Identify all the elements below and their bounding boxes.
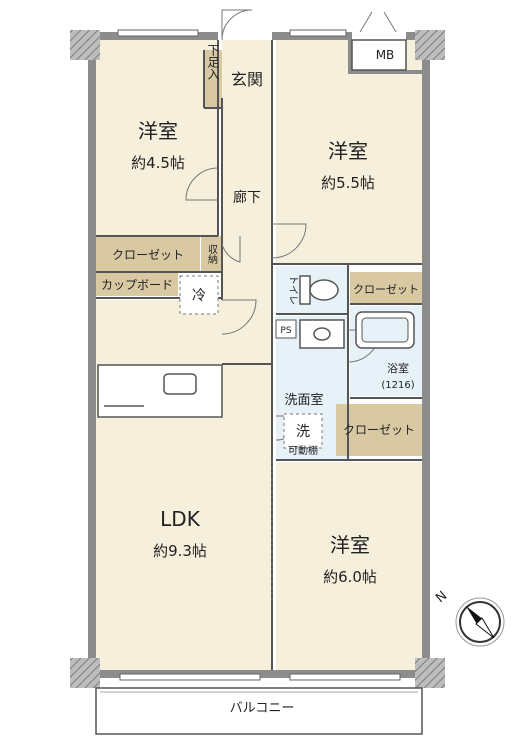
balcony-label: バルコニー [230,701,295,716]
closet-w2-area [350,272,422,304]
balcony-outline [95,687,423,735]
windows [117,29,401,681]
interior-walls [96,40,422,670]
storage-small-label: 収納 [206,244,218,265]
bathroom-label: 浴室 [387,361,409,375]
western2-name: 洋室 [328,139,368,163]
closet-w1-area [96,236,200,272]
column-nw [70,30,100,60]
bathtub-inner [361,317,409,343]
bathroom-size-label: (1216) [381,380,414,391]
ldk-name: LDK [160,507,201,531]
closet-w3-label: クローゼット [343,423,415,437]
cupboard-area [96,272,178,296]
mb-label: MB [376,48,395,62]
fridge-space [179,275,219,315]
toilet-fixture [299,275,339,305]
wash-basin [299,319,345,349]
compass-icon [455,597,505,647]
ldk-size: 約9.3帖 [153,542,207,560]
room-entrance [222,40,272,98]
washer-space [283,413,323,449]
western2-size: 約5.5帖 [321,174,375,192]
column-se [415,658,445,688]
kitchen-counter [97,364,223,418]
ps-label: PS [280,326,291,336]
cupboard-label: カップボード [101,278,173,292]
room-western-3 [276,462,422,670]
western3-name: 洋室 [330,533,370,557]
western1-size: 約4.5帖 [131,154,185,172]
shoe-box-label: 下足入 [206,44,220,80]
entrance-label: 玄関 [231,70,263,89]
closet-w3-area [336,404,422,456]
western3-size: 約6.0帖 [323,568,377,586]
ps-box [275,319,297,339]
western1-name: 洋室 [138,119,178,143]
washer-label: 洗 [296,424,310,440]
fridge-label: 冷 [192,288,206,304]
kitchen-sink [163,373,197,395]
closet-w1-label: クローゼット [112,248,184,262]
column-sw [70,658,100,688]
movable-shelf-label: 可動棚 [288,444,318,457]
storage-small-area [201,236,221,272]
toilet-label: トイレ [287,275,298,305]
column-ne [415,30,445,60]
room-ldk [96,300,271,670]
hallway-label: 廊下 [233,189,261,206]
washroom-label: 洗面室 [284,392,323,408]
mb-door [359,11,397,33]
compass-north-label: N [433,588,450,606]
closet-w2-label: クローゼット [353,283,419,296]
room-western-2 [276,40,422,264]
room-western-1 [96,40,218,236]
mb-box [351,39,407,71]
